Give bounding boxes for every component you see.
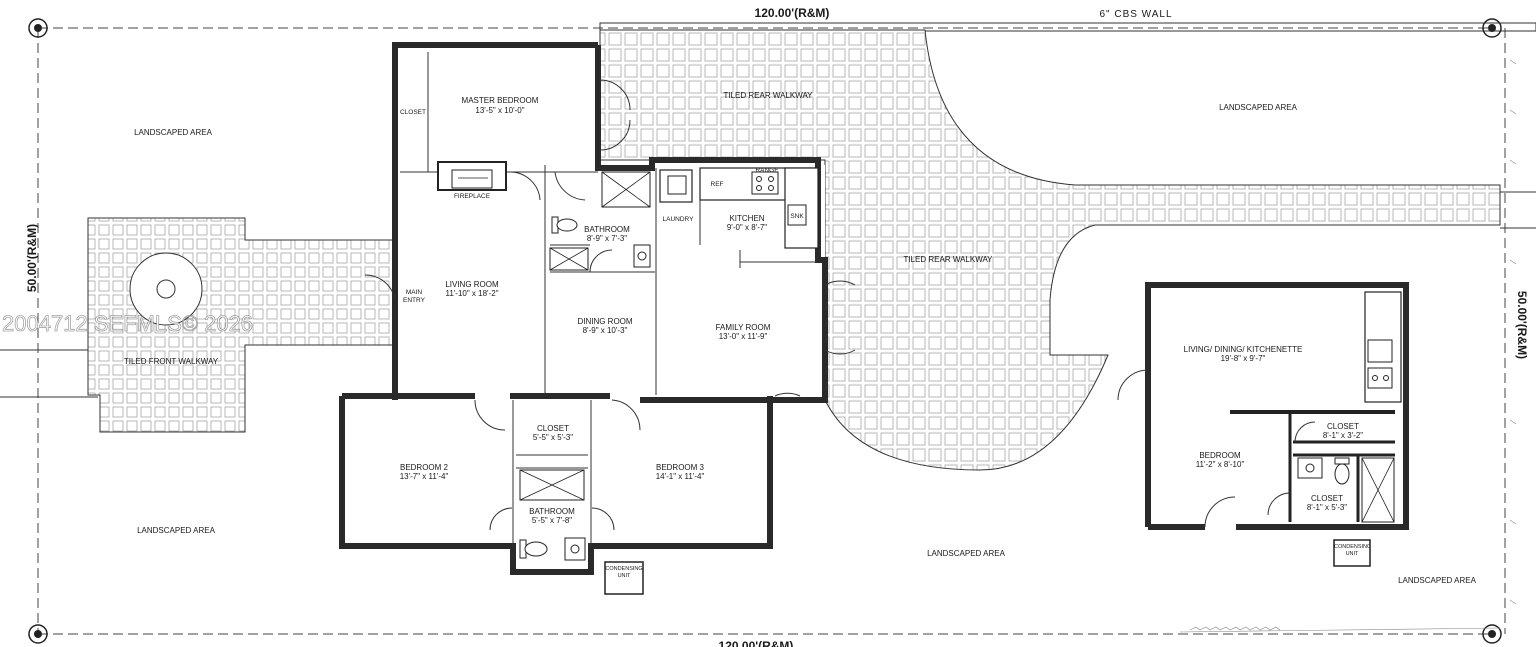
corner-marker-icon (1482, 18, 1502, 38)
sink-label: SNK (790, 213, 804, 220)
bathroom-2-label: BATHROOM (529, 507, 575, 516)
condensing-unit-guest-label: CONDENSING UNIT (1334, 544, 1370, 557)
closet-hall-size: 5'-5" x 5'-3" (533, 433, 573, 442)
guest-bedroom-label: BEDROOM (1199, 451, 1241, 460)
bathroom-1-size: 8'-9" x 7'-3" (587, 234, 627, 243)
guest-closet-1-size: 8'-1" x 3'-2" (1323, 431, 1363, 440)
guest-living-label: LIVING/ DINING/ KITCHENETTE (1184, 345, 1303, 354)
closet-hall-label: CLOSET (537, 424, 569, 433)
bathroom-2-size: 5'-5" x 7'-8" (532, 516, 572, 525)
dimension-left: 50.00'(R&M) (25, 224, 39, 292)
bedroom-2-label: BEDROOM 2 (400, 463, 449, 472)
dining-room-label: DINING ROOM (577, 317, 632, 326)
guest-living-size: 19'-8" x 9'-7" (1221, 354, 1266, 363)
tiled-rear-walkway-label: TILED REAR WALKWAY (903, 255, 993, 264)
laundry-label: LAUNDRY (663, 216, 695, 223)
guest-bedroom-size: 11'-2" x 8'-10" (1196, 460, 1245, 469)
landscaped-area-label: LANDSCAPED AREA (1219, 103, 1297, 112)
living-room-size: 11'-10" x 18'-2" (445, 289, 498, 298)
toilet-icon (551, 216, 578, 234)
dimension-right: 50.00'(R&M) (1515, 291, 1529, 359)
toilet-icon (519, 539, 548, 559)
master-bedroom-size: 13'-5" x 10'-0" (475, 106, 524, 115)
bedroom-3-label: BEDROOM 3 (656, 463, 705, 472)
tiled-rear-walkway-label: TILED REAR WALKWAY (723, 91, 813, 100)
landscape-hatch (1179, 59, 1517, 633)
guest-house (1117, 282, 1409, 567)
wall-note: 6" CBS WALL (1099, 9, 1172, 20)
bedroom-3-size: 14'-1" x 11'-4" (656, 472, 705, 481)
living-room-label: LIVING ROOM (445, 280, 499, 289)
landscaped-area-label: LANDSCAPED AREA (1398, 576, 1476, 585)
corner-marker-icon (1482, 624, 1502, 644)
fireplace-label: FIREPLACE (454, 193, 491, 200)
main-house (339, 42, 856, 595)
range-label: RANGE (755, 167, 779, 174)
master-bedroom-label: MASTER BEDROOM (462, 96, 539, 105)
landscaped-area-label: LANDSCAPED AREA (134, 128, 212, 137)
kitchen-label: KITCHEN (729, 214, 764, 223)
landscaped-area-label: LANDSCAPED AREA (927, 549, 1005, 558)
bathroom-1-label: BATHROOM (584, 225, 630, 234)
guest-closet-2-size: 8'-1" x 5'-3" (1307, 503, 1347, 512)
bedroom-2-size: 13'-7" x 11'-4" (400, 472, 449, 481)
tiled-front-walkway-label: TILED FRONT WALKWAY (124, 357, 219, 366)
fireplace-icon (437, 161, 507, 191)
dimension-bottom: 120.00'(R&M) (719, 639, 794, 647)
corner-marker-icon (28, 18, 48, 38)
main-entry-label: MAIN ENTRY (403, 289, 425, 304)
guest-closet-2-label: CLOSET (1311, 494, 1343, 503)
front-walkway (87, 217, 396, 433)
dimension-top: 120.00'(R&M) (755, 6, 830, 20)
family-room-size: 13'-0" x 11'-9" (719, 332, 768, 341)
corner-markers (28, 18, 1502, 644)
family-room-label: FAMILY ROOM (716, 323, 771, 332)
property-lines (0, 22, 1536, 635)
ref-label: REF (711, 181, 724, 188)
watermark: 2004712 SEFMLS© 2026 (2, 311, 253, 336)
toilet-icon (1334, 457, 1350, 485)
corner-marker-icon (28, 624, 48, 644)
condensing-unit-main-label: CONDENSING UNIT (605, 566, 643, 579)
kitchen-size: 9'-0" x 8'-7" (727, 223, 767, 232)
dining-room-size: 8'-9" x 10'-3" (583, 326, 628, 335)
closet-master-label: CLOSET (400, 109, 426, 116)
guest-closet-1-label: CLOSET (1327, 422, 1359, 431)
landscaped-area-label: LANDSCAPED AREA (137, 526, 215, 535)
